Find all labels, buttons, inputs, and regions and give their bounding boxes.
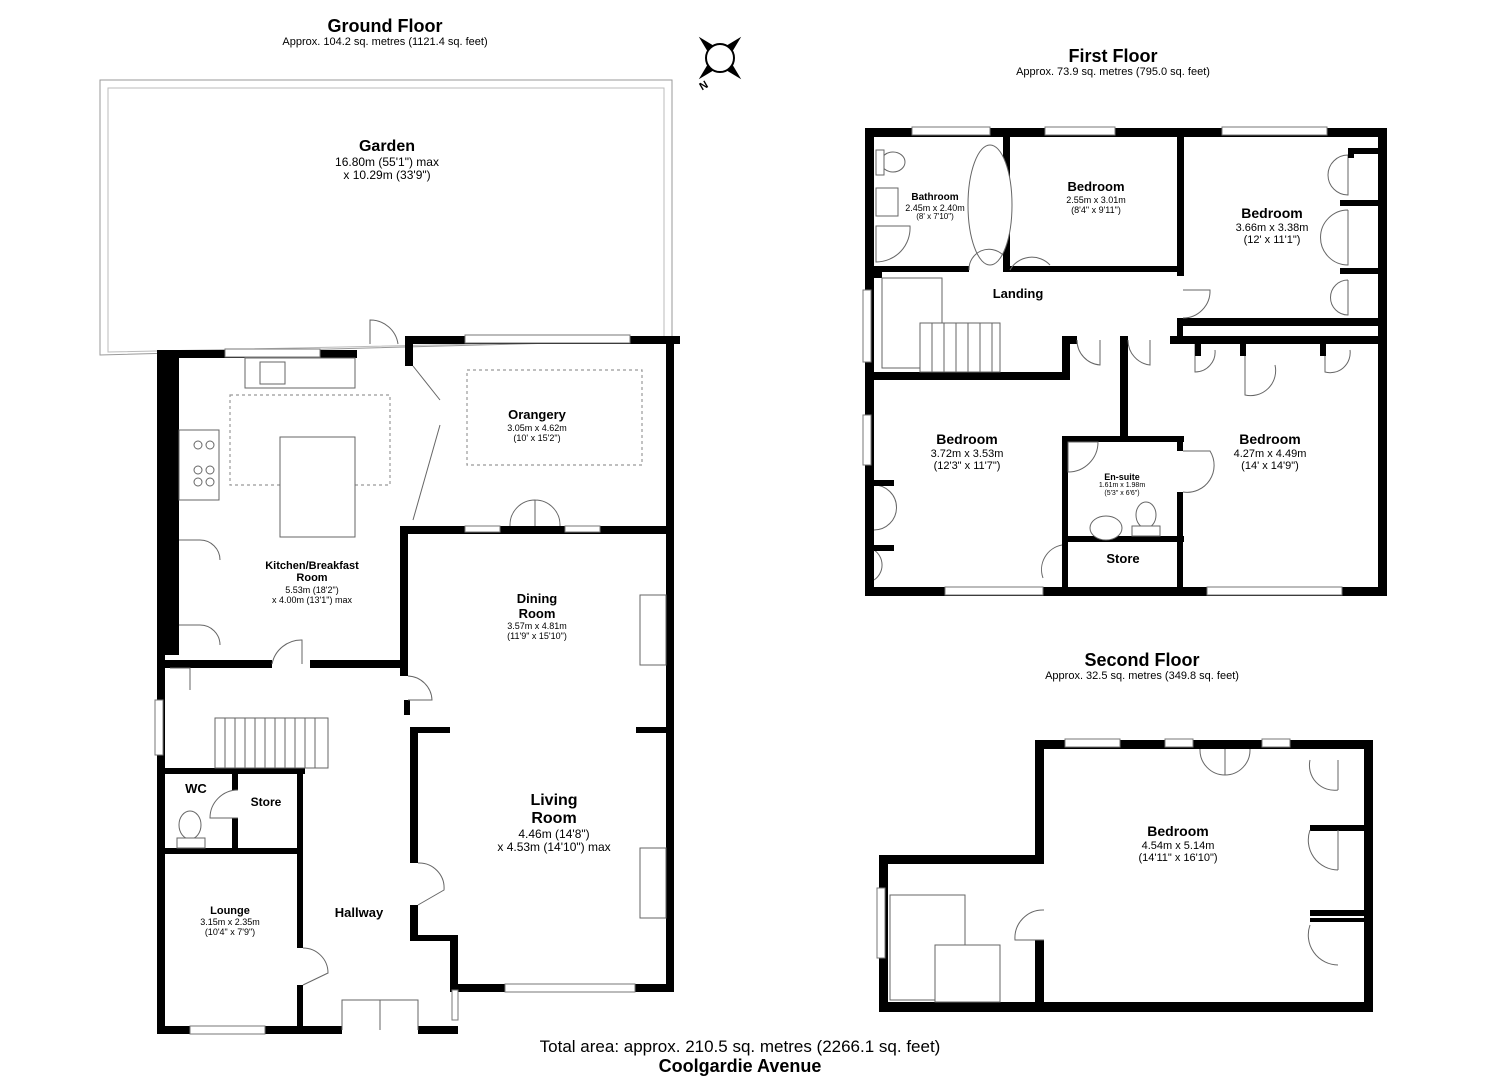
room-name: Room [531,809,577,827]
room-ensuite: En-suite 1.61m x 1.98m (5'3" x 6'6") [1099,472,1145,498]
room-dimensions: 4.46m (14'8") [518,826,590,841]
room-kitchen-breakfast: Kitchen/Breakfast Room 5.53m (18'2") x 4… [265,560,359,605]
room-name: Kitchen/Breakfast [265,560,359,572]
room-dimensions: 3.66m x 3.38m [1235,221,1309,234]
room-orangery: Orangery 3.05m x 4.62m (10' x 15'2") [507,407,567,443]
room-living: Living Room 4.46m (14'8") x 4.53m (14'10… [497,792,610,855]
room-name: Living [530,792,578,809]
room-bedroom-se: Bedroom 4.27m x 4.49m (14' x 14'9") [1233,431,1307,472]
room-bedroom-ne: Bedroom 3.66m x 3.38m (12' x 11'1") [1235,205,1309,246]
ground-floor-title: Ground Floor [327,16,443,36]
room-dimensions: 4.27m x 4.49m [1233,447,1307,460]
footer: Total area: approx. 210.5 sq. metres (22… [540,1037,941,1076]
first-floor-windows [862,126,1343,596]
room-name: Store [250,795,282,809]
first-floor-area: Approx. 73.9 sq. metres (795.0 sq. feet) [1016,66,1210,79]
room-lounge: Lounge 3.15m x 2.35m (10'4" x 7'9") [200,905,260,937]
room-dimensions: 3.15m x 2.35m [200,917,260,928]
room-wc: WC [185,781,207,797]
room-dimensions: (11'9" x 15'10") [507,631,567,642]
second-floor-area: Approx. 32.5 sq. metres (349.8 sq. feet) [1045,670,1239,683]
second-floor-doors [889,748,1339,1003]
room-landing: Landing [992,286,1044,302]
first-floor-doors [873,154,1351,581]
second-floor-windows [876,738,1291,959]
room-name: Bedroom [1239,431,1301,447]
room-dimensions: 3.72m x 3.53m [930,447,1004,460]
room-name: Room [518,605,556,621]
kitchen-fixtures [176,357,667,919]
room-dimensions: (5'3" x 6'6") [1104,489,1140,497]
room-name: Bedroom [1147,823,1209,839]
room-dimensions: 4.54m x 5.14m [1141,839,1215,852]
ground-floor-stairs [170,667,329,769]
room-garden: Garden 16.80m (55'1") max x 10.29m (33'9… [335,138,439,183]
room-dimensions: 5.53m (18'2") [285,584,339,595]
ground-floor-area: Approx. 104.2 sq. metres (1121.4 sq. fee… [282,36,488,49]
room-dimensions: (10' x 15'2") [513,432,561,443]
room-store-first: Store [1106,551,1140,567]
room-name: Hallway [334,905,384,920]
room-dimensions: (12' x 11'1") [1243,233,1301,246]
first-floor-fixtures [875,144,1161,541]
room-name: Garden [358,138,415,155]
compass-rose-icon [698,36,742,80]
room-dimensions: (8'4" x 9'11") [1071,204,1121,215]
ground-floor-heading: Ground Floor Approx. 104.2 sq. metres (1… [282,16,487,48]
room-name: Store [1106,551,1140,566]
room-name: Dining [516,591,558,606]
room-dimensions: (8' x 7'10") [916,212,954,222]
room-dimensions: (14'11" x 16'10") [1138,851,1218,864]
property-name: Coolgardie Avenue [658,1056,822,1077]
ground-floor-windows [154,334,636,1035]
second-floor-title: Second Floor [1084,650,1200,670]
room-dimensions: 16.80m (55'1") max [335,154,439,169]
room-dining: Dining Room 3.57m x 4.81m (11'9" x 15'10… [507,591,567,642]
room-dimensions: 2.55m x 3.01m [1066,194,1126,205]
room-hallway: Hallway [334,905,384,921]
room-dimensions: (10'4" x 7'9") [204,927,256,938]
room-name: Bedroom [936,431,998,447]
room-dimensions: x 4.53m (14'10") max [497,840,611,855]
room-bedroom-small: Bedroom 2.55m x 3.01m (8'4" x 9'11") [1066,179,1126,215]
room-bedroom-sw: Bedroom 3.72m x 3.53m (12'3" x 11'7") [930,431,1004,472]
ground-floor-doors [179,319,561,1030]
room-dimensions: 3.57m x 4.81m [507,621,567,632]
room-dimensions: x 10.29m (33'9") [343,168,431,183]
room-name: En-suite [1104,472,1140,482]
room-name: Bedroom [1241,205,1303,221]
first-floor-heading: First Floor Approx. 73.9 sq. metres (795… [1016,46,1210,78]
room-name: Lounge [210,905,250,917]
room-store-ground: Store [250,795,282,809]
room-dimensions: (12'3" x 11'7") [933,459,1001,472]
room-name: Bathroom [911,192,959,203]
first-floor-closets [874,148,1378,551]
room-dimensions: 2.45m x 2.40m [905,203,965,214]
room-dimensions: 3.05m x 4.62m [507,422,567,433]
room-name: Bedroom [1067,179,1125,194]
second-floor-heading: Second Floor Approx. 32.5 sq. metres (34… [1045,650,1239,682]
room-name: Room [296,572,328,585]
room-name: WC [185,781,207,796]
room-dimensions: (14' x 14'9") [1241,459,1299,472]
total-area: Total area: approx. 210.5 sq. metres (22… [539,1037,941,1056]
room-dimensions: x 4.00m (13'1") max [272,594,352,605]
room-dimensions: 1.61m x 1.98m [1098,482,1146,490]
first-floor-title: First Floor [1068,46,1158,66]
room-name: Landing [992,286,1044,301]
garden-area [99,79,673,356]
room-name: Orangery [508,407,566,422]
room-bedroom-second: Bedroom 4.54m x 5.14m (14'11" x 16'10") [1138,823,1218,864]
room-bathroom: Bathroom 2.45m x 2.40m (8' x 7'10") [905,192,965,222]
